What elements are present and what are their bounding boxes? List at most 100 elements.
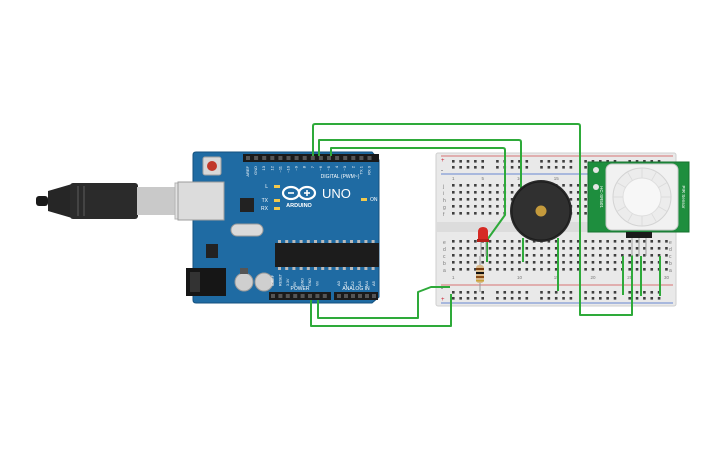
- breadboard-hole: [510, 166, 514, 169]
- breadboard-hole: [466, 212, 470, 215]
- breadboard-hole: [650, 240, 654, 243]
- digital-pin-label: 2: [350, 165, 355, 168]
- lens-facet: [658, 206, 668, 212]
- breadboard-hole: [525, 261, 529, 264]
- header-hole: [315, 294, 320, 298]
- breadboard-hole: [503, 254, 507, 257]
- breadboard-hole: [488, 212, 492, 215]
- breadboard-hole: [459, 254, 462, 257]
- breadboard-hole: [452, 254, 455, 257]
- breadboard-hole: [488, 198, 492, 201]
- breadboard-hole: [569, 240, 573, 243]
- power-pin-label: Vin: [315, 281, 319, 286]
- rail-minus-label: -: [441, 168, 443, 174]
- reset-button-cap[interactable]: [207, 161, 217, 171]
- breadboard-hole: [576, 198, 580, 201]
- header-hole: [337, 294, 341, 298]
- pir-sensor: HC-SR501 PIR Sensor: [587, 161, 690, 256]
- breadboard-hole: [554, 261, 558, 264]
- header-hole: [246, 156, 250, 160]
- digital-pin-label: RX 0: [367, 165, 372, 175]
- breadboard-hole: [584, 291, 587, 294]
- chip-pin: [350, 267, 353, 270]
- breadboard-hole: [554, 166, 558, 169]
- breadboard-hole: [474, 212, 477, 215]
- breadboard-hole: [481, 184, 484, 187]
- board-brand: ARDUINO: [286, 203, 312, 209]
- breadboard-hole: [650, 291, 654, 294]
- breadboard-hole: [532, 268, 536, 271]
- chip-pin: [328, 267, 332, 270]
- pir-model-label: HC-SR501: [599, 186, 604, 208]
- breadboard-hole: [576, 247, 580, 250]
- breadboard-hole: [510, 297, 514, 300]
- crystal-oscillator: [230, 223, 264, 237]
- row-letter: c: [669, 254, 672, 260]
- header-hole: [278, 294, 283, 298]
- breadboard-hole: [562, 166, 565, 169]
- led-tx: [274, 199, 280, 202]
- chip-pin: [335, 240, 339, 243]
- analog-pin-label: A1: [343, 280, 348, 286]
- breadboard-hole: [459, 247, 462, 250]
- breadboard-hole: [613, 240, 617, 243]
- breadboard-hole: [650, 160, 654, 163]
- pir-pin-header: [626, 232, 652, 238]
- breadboard-hole: [650, 268, 654, 271]
- header-hole: [372, 294, 376, 298]
- piezo-buzzer: [510, 180, 572, 242]
- power-pin-label: GND: [301, 278, 305, 286]
- header-hole: [302, 156, 307, 160]
- led-label-l: L: [265, 184, 268, 190]
- breadboard-hole: [496, 205, 499, 208]
- breadboard-hole: [488, 205, 492, 208]
- breadboard-hole: [481, 247, 484, 250]
- breadboard-hole: [525, 240, 529, 243]
- rail-minus-label: -: [441, 286, 443, 292]
- breadboard-hole: [613, 261, 617, 264]
- breadboard-hole: [635, 297, 639, 300]
- chip-pin: [328, 240, 332, 243]
- breadboard-hole: [665, 247, 668, 250]
- breadboard-hole: [591, 268, 595, 271]
- chip-pin: [306, 240, 310, 243]
- breadboard-hole: [591, 297, 595, 300]
- breadboard-hole: [591, 160, 595, 163]
- chip-pin: [321, 240, 325, 243]
- breadboard-hole: [635, 268, 639, 271]
- breadboard-hole: [657, 297, 661, 300]
- chip-pin: [285, 267, 289, 270]
- row-letter: d: [443, 247, 446, 253]
- breadboard-hole: [481, 297, 484, 300]
- breadboard-hole: [628, 160, 631, 163]
- breadboard-hole: [621, 240, 624, 243]
- breadboard-hole: [613, 160, 617, 163]
- header-hole: [271, 294, 275, 298]
- breadboard-hole: [518, 297, 521, 300]
- breadboard-hole: [510, 191, 514, 194]
- column-number: 25: [627, 275, 633, 280]
- column-number: 5: [481, 176, 484, 181]
- header-hole: [254, 156, 259, 160]
- breadboard-hole: [576, 205, 580, 208]
- breadboard-hole: [459, 160, 462, 163]
- header-hole: [351, 156, 356, 160]
- breadboard-hole: [635, 254, 639, 257]
- breadboard-hole: [562, 297, 565, 300]
- led-label-tx: TX: [262, 198, 269, 204]
- wire-5v: [317, 286, 450, 319]
- breadboard-hole: [466, 240, 470, 243]
- chip-pin: [357, 240, 361, 243]
- breadboard-hole: [510, 254, 514, 257]
- analog-pin-label: A3: [357, 280, 362, 286]
- breadboard-hole: [665, 254, 668, 257]
- analog-pin-label: A0: [336, 280, 341, 286]
- breadboard-hole: [547, 261, 551, 264]
- breadboard-hole: [606, 261, 609, 264]
- breadboard-hole: [510, 198, 514, 201]
- breadboard-hole: [466, 261, 470, 264]
- breadboard-hole: [474, 268, 477, 271]
- header-hole: [351, 294, 355, 298]
- breadboard-hole: [474, 291, 477, 294]
- breadboard-hole: [459, 184, 462, 187]
